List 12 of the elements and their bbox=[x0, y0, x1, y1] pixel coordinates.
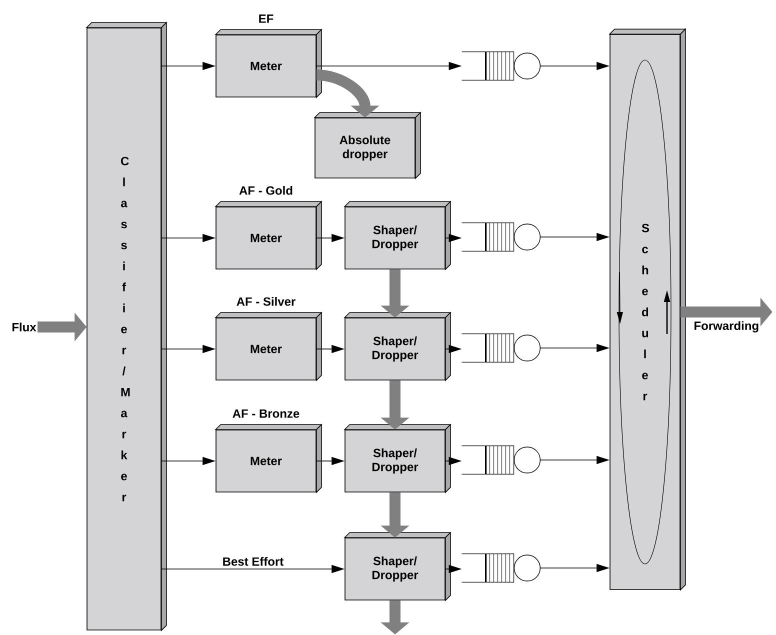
box-heading: AF - Bronze bbox=[232, 409, 300, 418]
queue-drawing bbox=[461, 553, 541, 583]
queue-drawing bbox=[461, 333, 541, 363]
edge-label: Forwarding bbox=[692, 320, 760, 334]
queue-drawing bbox=[461, 51, 541, 81]
box-heading: AF - Silver bbox=[236, 297, 296, 306]
queue-drawing bbox=[461, 445, 541, 475]
edge-label: Best Effort bbox=[221, 556, 285, 567]
box-heading: AF - Gold bbox=[239, 186, 292, 195]
queue-drawing bbox=[461, 222, 541, 252]
input-label: Flux bbox=[12, 322, 36, 332]
box-heading: EF bbox=[259, 14, 274, 23]
